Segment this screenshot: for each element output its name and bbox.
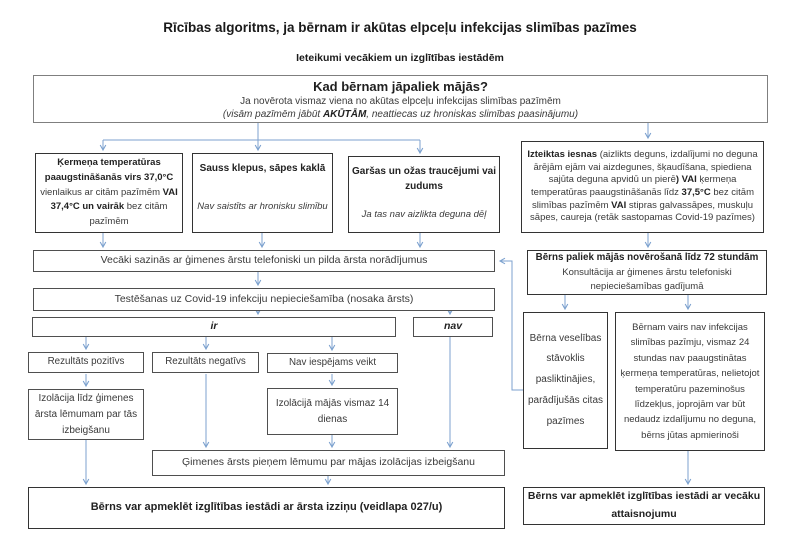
- doctor-decision-text: Ģimenes ārsts pieņem lēmumu par mājas iz…: [182, 456, 475, 469]
- text-segment: bez citām slimības pazīmēm: [531, 187, 754, 211]
- health-worsened-text: Bērna veselības stāvoklis pasliktinājies…: [527, 332, 604, 427]
- box-when-stay-home: Kad bērnam jāpaliek mājās? Ja novērota v…: [33, 75, 768, 123]
- when-stay-home-line2: Ja novērota vismaz viena no akūtas elpce…: [240, 96, 561, 108]
- text-segment: ) VAI: [675, 174, 697, 186]
- box-test-yes: ir: [32, 317, 396, 337]
- box-test-not-possible: Nav iespējams veikt: [267, 353, 398, 373]
- taste-smell-title: Garšas un ožas traucējumi vai zudums: [352, 166, 496, 192]
- box-testing-need: Testēšanas uz Covid-19 infekciju nepieci…: [33, 288, 495, 311]
- attend-with-certificate-text: Bērns var apmeklēt izglītības iestādi ar…: [90, 501, 443, 514]
- dry-cough-note: Nav saistīts ar hronisku slimību: [197, 200, 328, 212]
- text-segment: Ķermeņa temperatūras paaugstināšanās vir…: [44, 157, 174, 183]
- box-attend-with-certificate: Bērns var apmeklēt izglītības iestādi ar…: [28, 487, 505, 529]
- box-attend-with-parent-note: Bērns var apmeklēt izglītības iestādi ar…: [523, 487, 765, 525]
- stay-home-72h-sub2: nepieciešamības gadījumā: [590, 280, 704, 292]
- text-segment: Izteiktas iesnas: [527, 149, 600, 161]
- isolation-until-decision-text: Izolācija līdz ģimenes ārsta lēmumam par…: [34, 392, 138, 436]
- box-result-negative: Rezultāts negatīvs: [152, 352, 259, 373]
- page-subtitle: Ieteikumi vecākiem un izglītības iestādē…: [296, 52, 504, 64]
- box-contact-doctor: Vecāki sazinās ar ģimenes ārstu telefoni…: [33, 250, 495, 272]
- text-segment: VAI 37,4°C un vairāk: [50, 186, 178, 213]
- text-segment: 37,5°C: [681, 187, 711, 198]
- text-segment: , neattiecas uz hroniskas slimības paasi…: [366, 109, 579, 121]
- taste-smell-note: Ja tas nav aizlikta deguna dēļ: [361, 209, 487, 220]
- box-isolation-until-decision: Izolācija līdz ģimenes ārsta lēmumam par…: [28, 389, 144, 440]
- result-positive-text: Rezultāts pozitīvs: [47, 356, 125, 368]
- text-segment: stipras galvassāpes, muskuļu sāpes, caur…: [530, 199, 755, 224]
- attend-with-parent-note-text: Bērns var apmeklēt izglītības iestādi ar…: [527, 490, 761, 520]
- isolation-14-days-text: Izolācijā mājās vismaz 14 dienas: [275, 397, 390, 425]
- box-no-symptoms-24h: Bērnam vairs nav infekcijas slimības paz…: [615, 312, 765, 451]
- box-dry-cough: Sauss klepus, sāpes kaklā Nav saistīts a…: [192, 153, 333, 233]
- result-negative-text: Rezultāts negatīvs: [165, 356, 246, 368]
- box-temperature: Ķermeņa temperatūras paaugstināšanās vir…: [35, 153, 183, 233]
- box-stay-home-72h: Bērns paliek mājās novērošanā līdz 72 st…: [527, 250, 767, 295]
- temperature-text: Ķermeņa temperatūras paaugstināšanās vir…: [40, 156, 178, 230]
- no-symptoms-24h-text: Bērnam vairs nav infekcijas slimības paz…: [620, 322, 760, 441]
- text-segment: (visām pazīmēm jābūt: [222, 109, 323, 121]
- runny-nose-text: Izteiktas iesnas (aizlikts deguns, izdal…: [525, 149, 760, 225]
- text-segment: vienlaikus ar citām pazīmēm: [40, 186, 163, 198]
- box-taste-smell: Garšas un ožas traucējumi vai zudums Ja …: [348, 156, 500, 233]
- text-segment: VAI: [611, 199, 627, 211]
- testing-need-text: Testēšanas uz Covid-19 infekciju nepieci…: [114, 292, 414, 305]
- when-stay-home-line3: (visām pazīmēm jābūt AKŪTĀM, neattiecas …: [223, 108, 578, 121]
- box-health-worsened: Bērna veselības stāvoklis pasliktinājies…: [523, 312, 608, 449]
- when-stay-home-title: Kad bērnam jāpaliek mājās?: [313, 79, 488, 94]
- text-segment: (aizlikts deguns, izdalījumi no deguna ā…: [533, 149, 758, 186]
- box-runny-nose: Izteiktas iesnas (aizlikts deguns, izdal…: [521, 141, 764, 233]
- page-title: Rīcības algoritms, ja bērnam ir akūtas e…: [163, 20, 637, 35]
- text-segment: bez citām pazīmēm: [89, 201, 168, 228]
- stay-home-72h-sub1: Konsultācija ar ģimenes ārstu telefonisk…: [562, 266, 732, 278]
- test-yes-label: ir: [210, 320, 218, 333]
- box-isolation-14-days: Izolācijā mājās vismaz 14 dienas: [267, 388, 398, 435]
- test-not-possible-text: Nav iespējams veikt: [288, 356, 377, 368]
- box-result-positive: Rezultāts pozitīvs: [28, 352, 144, 373]
- arrow-worsened-to-contact-elbow: [498, 257, 523, 391]
- box-test-no: nav: [413, 317, 493, 337]
- dry-cough-title: Sauss klepus, sāpes kaklā: [199, 163, 326, 174]
- contact-doctor-text: Vecāki sazinās ar ģimenes ārstu telefoni…: [100, 254, 428, 267]
- text-segment: AKŪTĀM: [322, 109, 367, 121]
- test-no-label: nav: [443, 320, 463, 333]
- text-segment: ķermeņa temperatūras paaugstināšanās līd…: [531, 174, 737, 198]
- box-doctor-decision: Ģimenes ārsts pieņem lēmumu par mājas iz…: [152, 450, 505, 476]
- stay-home-72h-title: Bērns paliek mājās novērošanā līdz 72 st…: [535, 251, 759, 263]
